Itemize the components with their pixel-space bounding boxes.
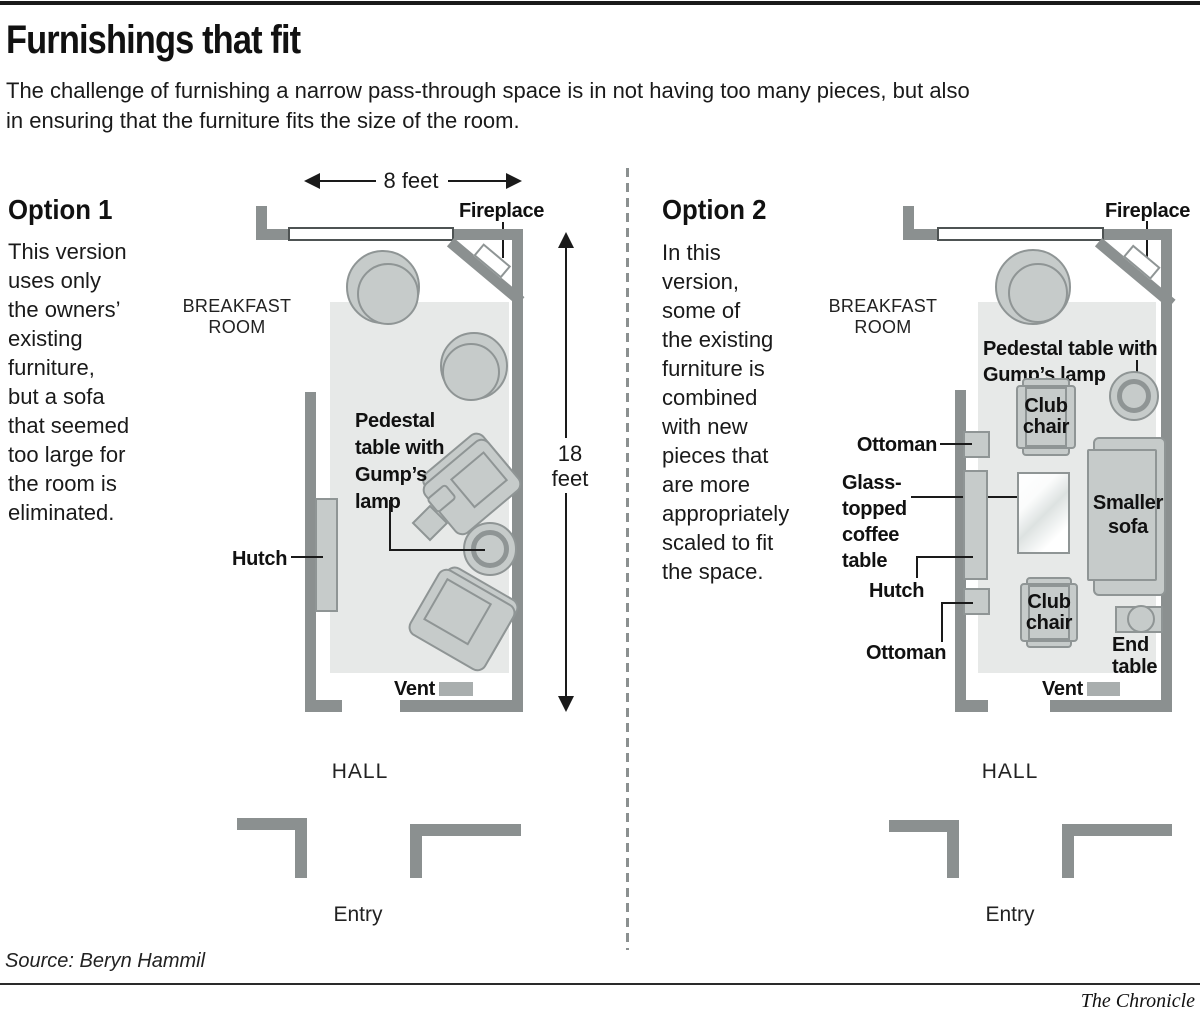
wall-segment [256,206,267,240]
end-table-lamp [1127,605,1155,633]
height-dim-line [565,246,567,438]
width-arrowhead-right [506,173,522,189]
height-dim-line [565,493,567,698]
ottoman-top-leader [940,443,972,445]
column-divider-dashed [626,168,629,950]
hutch-label-1: Hutch [232,548,288,570]
pedestal-leader-1 [389,500,391,551]
entry-wall [237,818,307,830]
width-dim-line [318,180,376,182]
wall-segment [903,206,914,240]
intro-text: The challenge of furnishing a narrow pas… [6,78,970,133]
width-arrowhead-left [304,173,320,189]
source-credit: Source: Beryn Hammil [5,950,206,972]
width-dim-label: 8 feet [383,168,439,193]
entry-wall [410,824,521,836]
ottoman-bottom-leader [941,602,973,604]
option1-description: This version uses only the owners’ exist… [8,239,130,525]
smaller-sofa-label: Smaller sofa [1092,492,1164,538]
ottoman-bottom-label: Ottoman [866,642,947,664]
hutch-label-2: Hutch [869,580,925,602]
wall-segment [512,229,523,712]
width-dim-line [448,180,506,182]
wall-segment [1050,700,1172,712]
wall-segment [400,700,523,712]
round-chair-cushion [442,343,500,401]
glass-table-label: Glass- topped coffee table [842,472,907,572]
glass-coffee-table [1017,472,1070,554]
fireplace-label-1: Fireplace [459,200,545,222]
fireplace-leader-1 [502,222,504,258]
gumps-lamp-2 [1117,379,1151,413]
hutch-leader-2 [916,556,918,578]
entry-wall [889,820,959,832]
hall-label-2: HALL [981,760,1039,783]
ottoman-bottom [963,588,990,615]
vent-label-1: Vent [394,678,436,700]
end-table-label: End table [1112,634,1158,678]
ottoman-bottom-leader [941,602,943,642]
hutch-2 [963,470,988,580]
breakfast-room-label-2: BREAKFAST ROOM [828,296,938,337]
hutch-leader-2 [916,556,973,558]
height-arrowhead-down [558,696,574,712]
breakfast-room-label-1: BREAKFAST ROOM [182,296,292,337]
entry-wall [1062,824,1172,836]
hutch-leader-1 [291,556,323,558]
fireplace-label-2: Fireplace [1105,200,1191,222]
entry-wall [947,820,959,878]
entry-wall [1062,824,1074,878]
ottoman-top-label: Ottoman [856,434,937,456]
wall-segment [305,700,342,712]
pedestal-label-1: Pedestal table with Gump’s lamp [355,410,445,513]
vent-label-2: Vent [1042,678,1084,700]
hall-label-1: HALL [331,760,389,783]
club-chair-label: Club chair [1022,395,1070,438]
entry-wall [295,818,307,878]
publication-credit: The Chronicle [1080,990,1195,1010]
height-arrowhead-up [558,232,574,248]
bottom-rule [0,983,1200,985]
option1-heading: Option 1 [8,194,113,225]
option2-description: In this version, some of the existing fu… [662,240,790,584]
entry-label-1: Entry [333,903,383,926]
pedestal-leader-1 [389,549,485,551]
hutch-1 [315,498,338,612]
round-table-top [1008,263,1068,323]
top-rule [0,1,1200,5]
club-chair-bottom: Club chair [1020,577,1078,648]
smaller-sofa-cushion [1087,449,1157,581]
club-chair-label: Club chair [1025,590,1073,634]
vent-1 [439,682,473,696]
window-2 [937,227,1104,241]
club-chair-top: Club chair [1016,378,1076,456]
wall-segment [1161,229,1172,712]
wall-segment [305,392,316,712]
wall-segment [955,390,966,712]
option2-heading: Option 2 [662,194,767,225]
window-1 [288,227,454,241]
page-title: Furnishings that fit [6,18,301,62]
ottoman-top [963,431,990,458]
round-chair-cushion [357,263,419,325]
club-chair-seat [1025,387,1067,447]
entry-wall [410,824,422,878]
wall-segment [955,700,988,712]
height-dim-label: 18 feet [551,441,589,491]
club-chair-seat [1028,585,1070,640]
entry-label-2: Entry [985,903,1035,926]
vent-2 [1087,682,1120,696]
